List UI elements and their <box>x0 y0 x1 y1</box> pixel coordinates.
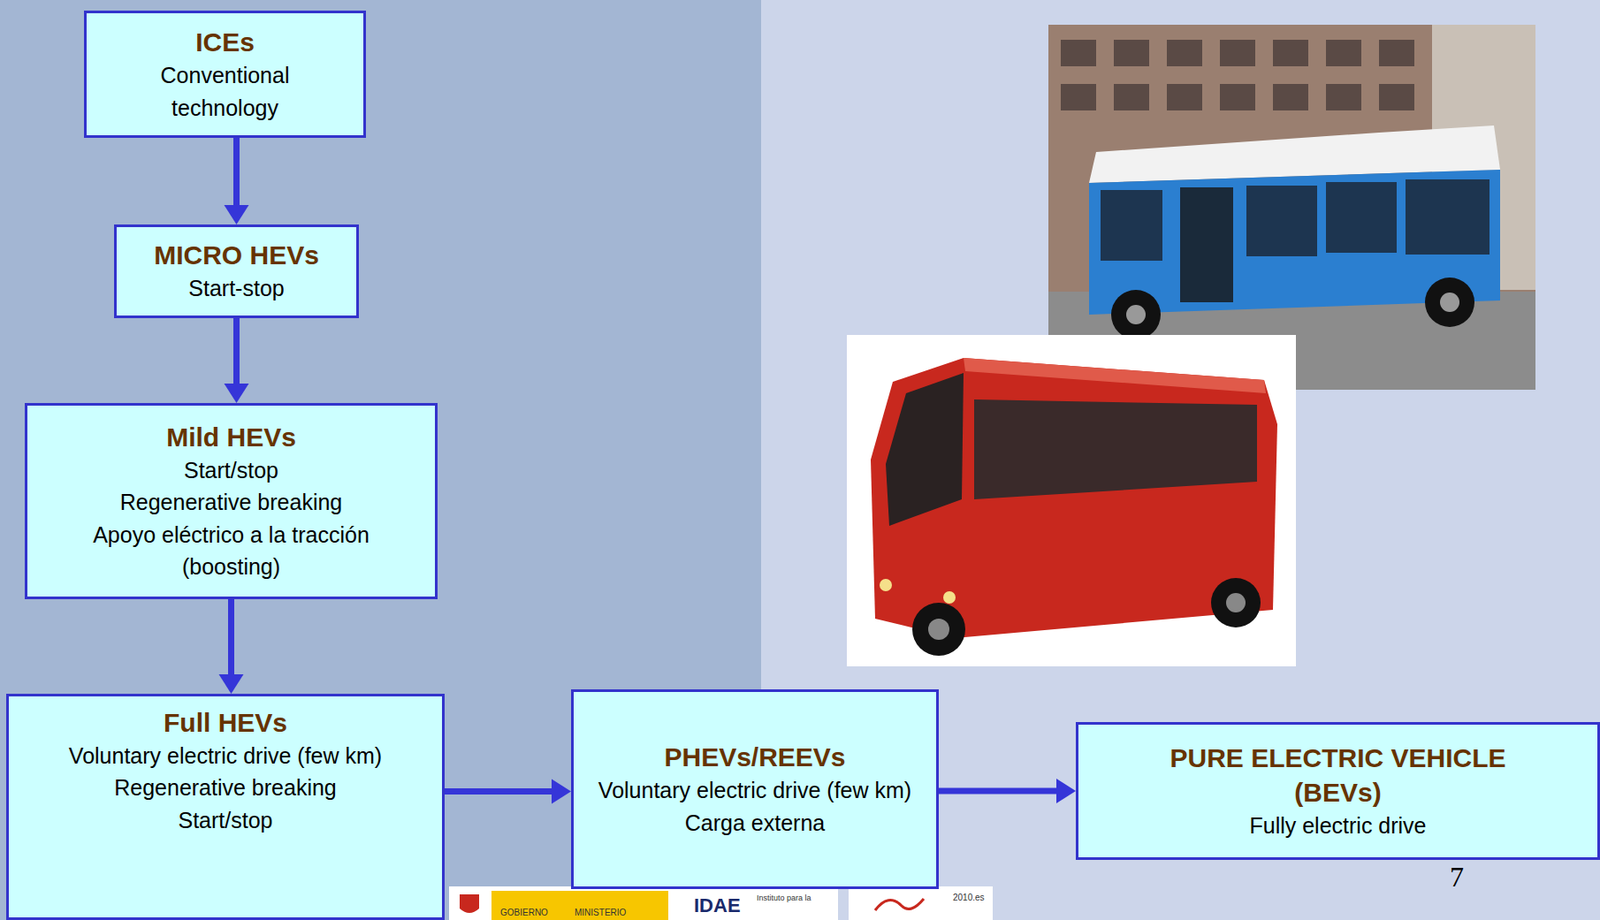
stage-feature: Regenerative breaking <box>114 771 337 804</box>
stage-box: Mild HEVsStart/stopRegenerative breaking… <box>24 403 438 600</box>
logo-bar <box>491 891 669 920</box>
stage-feature: Start-stop <box>188 272 284 305</box>
window <box>1379 83 1415 111</box>
logo-text: GOBIERNO <box>500 907 549 918</box>
bus-window <box>1405 179 1490 255</box>
stage-feature: Conventional technology <box>121 59 328 124</box>
stage-feature: Carga externa <box>685 807 825 839</box>
windshield <box>885 373 964 526</box>
wheel <box>1111 289 1161 340</box>
window <box>1219 83 1256 111</box>
stage-title: PURE ELECTRIC VEHICLE (BEVs) <box>1127 740 1549 810</box>
stage-box: ICEsConventional technology <box>83 10 366 138</box>
window <box>1060 39 1097 67</box>
bus-window <box>974 399 1258 500</box>
window <box>1113 83 1150 111</box>
window <box>1113 39 1150 67</box>
logo-ground <box>848 886 993 920</box>
stage-title: ICEs <box>195 24 255 60</box>
bus-door <box>1180 187 1234 303</box>
stage-box: PURE ELECTRIC VEHICLE (BEVs)Fully electr… <box>1075 722 1600 861</box>
stage-feature: Apoyo eléctrico a la tracción (boosting) <box>45 518 418 584</box>
flow-arrow <box>224 137 250 225</box>
hub <box>1440 292 1460 313</box>
headlight <box>879 579 892 592</box>
stage-title: MICRO HEVs <box>153 237 320 273</box>
window <box>1219 39 1256 67</box>
bus-window <box>1246 185 1318 257</box>
window <box>1325 39 1362 67</box>
window <box>1166 83 1203 111</box>
bus-window <box>1100 190 1163 261</box>
window <box>1060 83 1097 111</box>
stage-feature: Regenerative breaking <box>120 486 343 519</box>
wheel <box>912 602 966 656</box>
arrow-head <box>1056 778 1076 804</box>
logo-text: MINISTERIO <box>574 907 626 918</box>
arrow-shaft <box>938 788 1059 795</box>
arrow-head <box>551 779 572 805</box>
arrow-shaft <box>233 318 240 386</box>
logo-text: 2010.es <box>952 892 985 903</box>
stage-box: MICRO HEVsStart-stop <box>114 224 359 319</box>
arrow-shaft <box>444 788 554 795</box>
bus-body <box>870 358 1278 639</box>
arrow-head <box>224 205 250 225</box>
stage-title: Full HEVs <box>163 705 288 740</box>
headlight <box>943 591 956 604</box>
wheel <box>1211 578 1261 628</box>
stage-feature: Voluntary electric drive (few km) <box>598 774 912 807</box>
photo-ground <box>846 335 1296 667</box>
emblem <box>459 894 480 914</box>
window <box>1272 39 1309 67</box>
bus-roof <box>963 358 1266 394</box>
arrow-shaft <box>233 137 240 207</box>
window <box>1166 39 1203 67</box>
window <box>1272 83 1309 111</box>
arrow-shaft <box>228 599 235 677</box>
stage-title: Mild HEVs <box>166 419 297 455</box>
window <box>1379 39 1415 67</box>
stage-box: Full HEVsVoluntary electric drive (few k… <box>6 693 445 920</box>
arrow-head <box>219 674 244 694</box>
flow-arrow <box>224 318 250 404</box>
logo-ground <box>449 886 839 920</box>
stage-feature: Start/stop <box>183 454 279 487</box>
page-number: 7 <box>1449 861 1464 893</box>
arrow-head <box>224 383 250 404</box>
logo-text: IDAE <box>693 895 741 917</box>
hub <box>928 618 950 640</box>
stage-box: PHEVs/REEVsVoluntary electric drive (few… <box>571 689 939 890</box>
stage-feature: Fully electric drive <box>1249 809 1426 842</box>
flow-arrow <box>938 778 1076 804</box>
red-bus-photo <box>846 335 1296 667</box>
bus-window <box>1325 182 1397 253</box>
logo-script <box>875 899 924 911</box>
window <box>1325 83 1362 111</box>
stage-feature: Start/stop <box>178 804 274 837</box>
logos <box>449 886 993 920</box>
wheel <box>1424 277 1475 328</box>
flow-arrow <box>444 779 572 805</box>
flow-arrow <box>219 599 244 694</box>
stage-feature: Voluntary electric drive (few km) <box>68 739 382 772</box>
hub <box>1126 304 1146 325</box>
hub <box>1226 593 1246 613</box>
stage-title: PHEVs/REEVs <box>663 739 846 775</box>
logo-text: Instituto para la <box>756 894 812 904</box>
